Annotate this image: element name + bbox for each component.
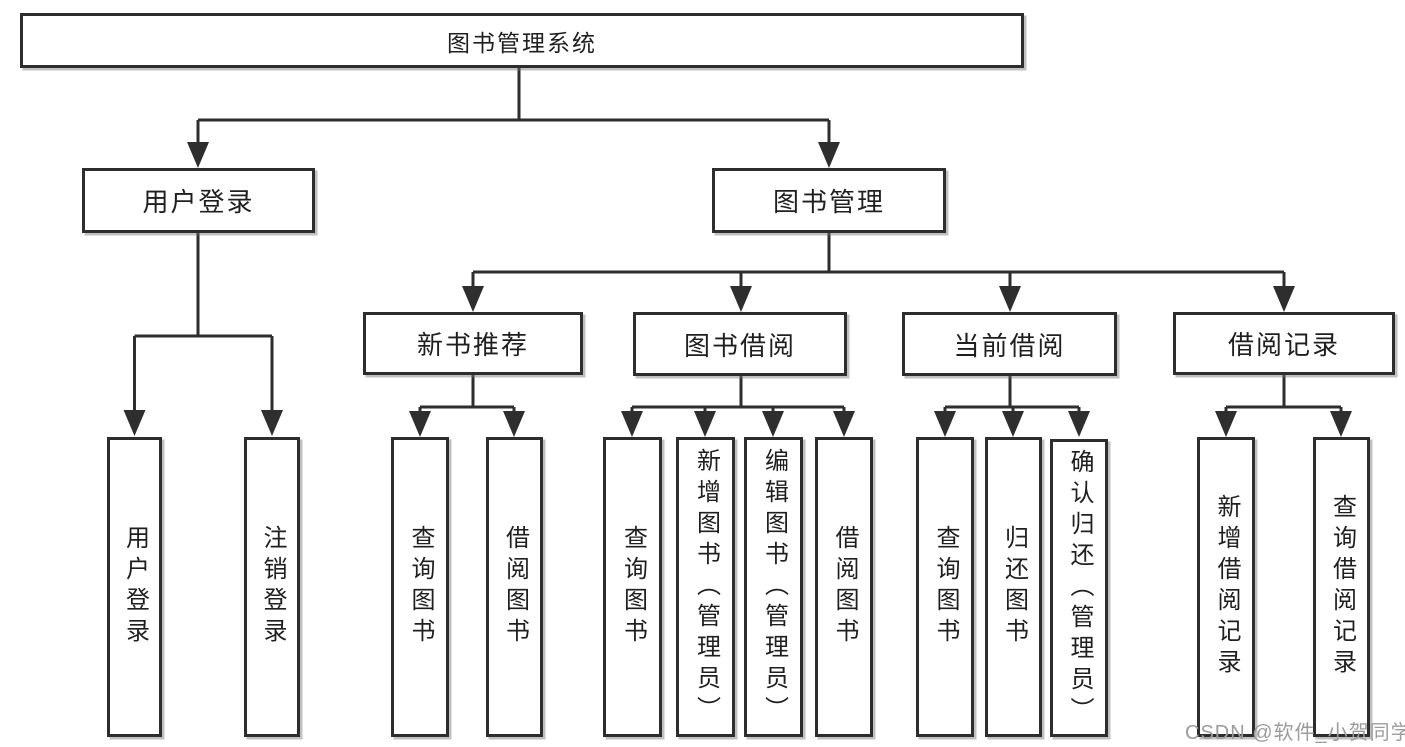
- node-current-borrow: 当前借阅: [902, 312, 1117, 376]
- leaf-query-books-current: 查询图书: [916, 437, 974, 737]
- node-book-borrow: 图书借阅: [633, 312, 847, 376]
- csdn-watermark: CSDN @软件_小贺同学: [1185, 722, 1405, 744]
- leaf-query-borrow-record: 查询借阅记录: [1313, 437, 1370, 737]
- leaf-user-login: 用户登录: [107, 437, 162, 737]
- leaf-logout: 注销登录: [244, 437, 300, 737]
- node-root: 图书管理系统: [20, 13, 1024, 68]
- leaf-add-borrow-record: 新增借阅记录: [1197, 437, 1255, 737]
- leaf-add-books-admin: 新增图书（管理员）: [676, 437, 735, 737]
- node-new-book-recommend: 新书推荐: [363, 312, 583, 375]
- node-user-login: 用户登录: [82, 168, 315, 233]
- node-book-management: 图书管理: [712, 168, 946, 233]
- leaf-query-books-borrow: 查询图书: [603, 437, 662, 737]
- leaf-confirm-return-admin: 确认归还（管理员）: [1050, 439, 1108, 737]
- leaf-return-books: 归还图书: [985, 437, 1042, 737]
- node-borrow-record: 借阅记录: [1173, 312, 1395, 375]
- leaf-borrow-books: 借阅图书: [815, 437, 873, 737]
- arrowheads: [123, 142, 1352, 437]
- leaf-query-books-recommend: 查询图书: [391, 437, 449, 737]
- leaf-edit-books-admin: 编辑图书（管理员）: [744, 437, 803, 737]
- leaf-borrow-books-recommend: 借阅图书: [486, 437, 543, 737]
